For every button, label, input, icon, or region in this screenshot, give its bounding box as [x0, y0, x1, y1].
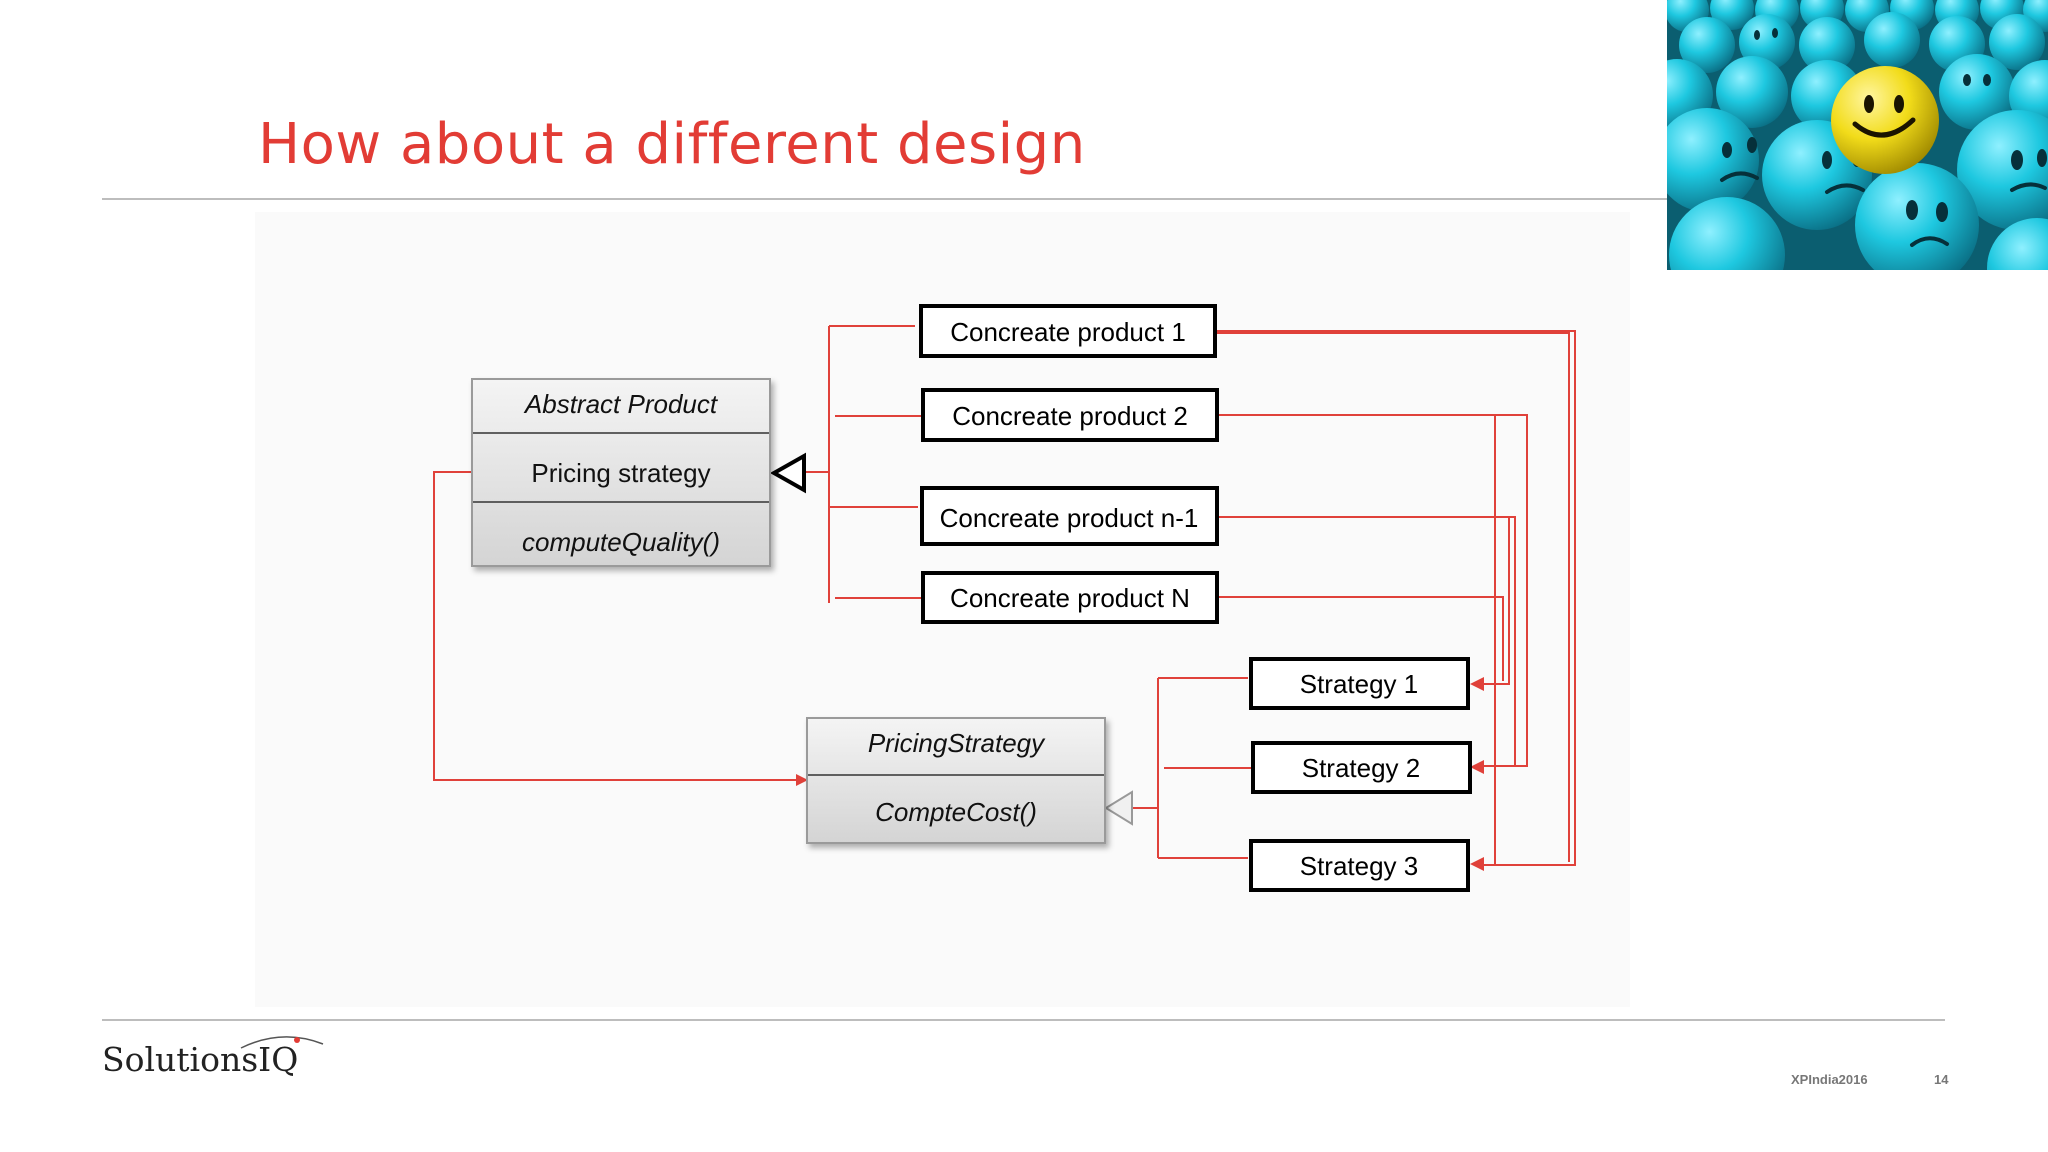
- product-box-n: Concreate product N: [921, 571, 1219, 624]
- association-line: [433, 471, 800, 781]
- arrowheads: [796, 677, 1484, 871]
- product-label-2: Concreate product 2: [952, 401, 1188, 431]
- strategy-box-1: Strategy 1: [1249, 657, 1470, 710]
- smiley-crowd-image: [1667, 0, 2048, 270]
- strategy-box-3: Strategy 3: [1249, 839, 1470, 892]
- strategy-inheritance-triangle: [1104, 790, 1133, 826]
- strategy-1-arrowhead: [1470, 677, 1484, 691]
- strategy-box-2: Strategy 2: [1251, 741, 1472, 794]
- product-label-n: Concreate product N: [950, 583, 1190, 613]
- page-number: 14: [1934, 1072, 1949, 1087]
- strategy-3-arrowhead: [1470, 857, 1484, 871]
- solutionsiq-logo: SolutionsIQ: [102, 1036, 324, 1079]
- abstract-product-attribute: Pricing strategy: [531, 458, 710, 488]
- product-box-n1: Concreate product n-1: [920, 486, 1219, 546]
- logo-swoosh-icon: [240, 1036, 324, 1049]
- strategy-2-arrowhead: [1470, 760, 1484, 774]
- strategy-label-3: Strategy 3: [1300, 851, 1419, 881]
- product-2-to-strategy-3: [1218, 414, 1496, 865]
- pricing-strategy-name: PricingStrategy: [868, 728, 1046, 758]
- abstract-product-method: computeQuality(): [522, 527, 720, 557]
- title-divider: [102, 198, 1667, 200]
- connectors: [433, 325, 1576, 866]
- product-inheritance-triangle: [769, 452, 806, 494]
- association-arrowhead: [796, 774, 808, 786]
- pricing-strategy-class: [806, 717, 1106, 844]
- product-2-to-strategy-2: [1218, 414, 1528, 767]
- abstract-product-class: [471, 378, 771, 567]
- product-1-to-strategy-3b: [1216, 332, 1570, 862]
- product-1-to-strategy-3: [1216, 330, 1576, 866]
- abstract-product-name: Abstract Product: [523, 389, 719, 419]
- slide-title: How about a different design: [258, 112, 1086, 177]
- product-box-2: Concreate product 2: [921, 388, 1219, 442]
- product-n-to-strategy-1: [1218, 596, 1504, 681]
- strategy-label-2: Strategy 2: [1302, 753, 1421, 783]
- footer-event: XPIndia2016: [1791, 1072, 1868, 1087]
- strategy-label-1: Strategy 1: [1300, 669, 1419, 699]
- product-label-n1: Concreate product n-1: [940, 503, 1199, 533]
- product-n1-to-strategy-2: [1218, 516, 1516, 766]
- footer-divider: [102, 1019, 1945, 1021]
- product-label-1: Concreate product 1: [950, 317, 1186, 347]
- product-box-1: Concreate product 1: [919, 304, 1217, 358]
- logo-text: SolutionsIQ: [102, 1040, 299, 1079]
- pricing-strategy-method: CompteCost(): [875, 797, 1037, 827]
